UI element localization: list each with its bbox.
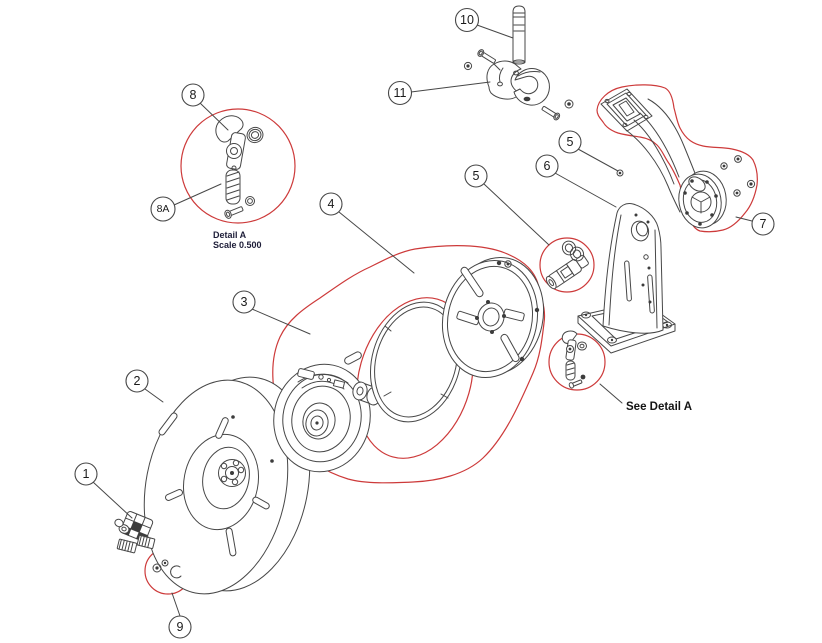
callout-balloons: 1 2 3 4 5 5 6 7 xyxy=(74,7,775,639)
seal-ring-outline xyxy=(356,297,474,459)
pawl-teeth-right xyxy=(136,534,156,550)
pin-part-10 xyxy=(512,5,526,65)
see-detail-a-label: See Detail A xyxy=(626,401,692,413)
ratchet-pawl-part-1 xyxy=(114,511,156,554)
callout-5-roller: 5 xyxy=(464,164,488,188)
callout-2-label: 2 xyxy=(134,374,141,388)
pawl-teeth-left xyxy=(116,538,138,554)
spring-nut xyxy=(245,196,255,206)
bearing xyxy=(218,459,246,487)
see-detail-a-group: See Detail A xyxy=(561,330,692,413)
callout-6-label: 6 xyxy=(544,159,551,173)
clamp-nut-right xyxy=(564,99,574,109)
callout-2: 2 xyxy=(125,369,149,393)
clamp-part-11 xyxy=(463,49,574,121)
callout-11-label: 11 xyxy=(394,86,407,100)
mini-spring xyxy=(565,360,576,381)
detail-a-group: Detail A Scale 0.500 xyxy=(213,115,264,250)
callout-6: 6 xyxy=(535,154,559,178)
callout-8: 8 xyxy=(181,83,205,107)
detail-a-scale: Scale 0.500 xyxy=(213,240,262,250)
callout-3: 3 xyxy=(232,290,256,314)
callout-1: 1 xyxy=(74,462,98,486)
arm-nuts xyxy=(720,155,756,197)
callout-4-label: 4 xyxy=(328,197,335,211)
callout-9-label: 9 xyxy=(177,620,184,634)
mini-bolt xyxy=(568,379,583,389)
snap-ring xyxy=(170,565,182,579)
callout-5-nut: 5 xyxy=(558,130,582,154)
detail-a-circle xyxy=(180,108,296,224)
hex-nut xyxy=(504,260,512,268)
arm-outline xyxy=(596,84,758,233)
callout-7: 7 xyxy=(751,212,775,236)
callout-4: 4 xyxy=(319,192,343,216)
roller-outline xyxy=(539,237,595,293)
clamp-nut-left xyxy=(463,61,473,71)
callout-1-label: 1 xyxy=(83,467,90,481)
clamp-bolt-right xyxy=(541,105,561,121)
arm-mount-nut xyxy=(616,169,624,177)
mounting-bracket-part-6 xyxy=(577,203,676,354)
callout-8a-label: 8A xyxy=(157,203,170,215)
spoked-disc xyxy=(441,256,545,379)
roller-part-5 xyxy=(545,240,589,290)
callout-10-label: 10 xyxy=(460,13,474,27)
callout-11: 11 xyxy=(387,80,413,106)
disc-slots xyxy=(158,412,270,557)
callout-5-nut-label: 5 xyxy=(567,135,574,149)
seal-ring xyxy=(369,301,463,423)
reel-disc-part-2 xyxy=(143,376,311,595)
callout-9: 9 xyxy=(168,615,192,639)
latch-handle xyxy=(215,115,244,143)
clamp-bolt-left xyxy=(477,49,496,64)
pin-small xyxy=(344,351,362,365)
red-highlight-outlines xyxy=(144,84,758,595)
roller-rings xyxy=(561,240,585,262)
swivel-arm-part-7 xyxy=(600,88,756,229)
washers-snapring-part-9 xyxy=(152,559,182,579)
callout-7-label: 7 xyxy=(760,217,767,231)
detail-a-title: Detail A xyxy=(213,230,247,240)
spring-8a xyxy=(225,169,241,205)
callout-3-label: 3 xyxy=(241,295,248,309)
callout-8-label: 8 xyxy=(190,88,197,102)
latch-washer xyxy=(246,126,264,144)
callout-5-roller-label: 5 xyxy=(473,169,480,183)
spring-bolt xyxy=(224,206,244,219)
callout-8a: 8A xyxy=(150,196,176,222)
leader-lines xyxy=(92,24,753,617)
callout-10: 10 xyxy=(454,7,480,33)
